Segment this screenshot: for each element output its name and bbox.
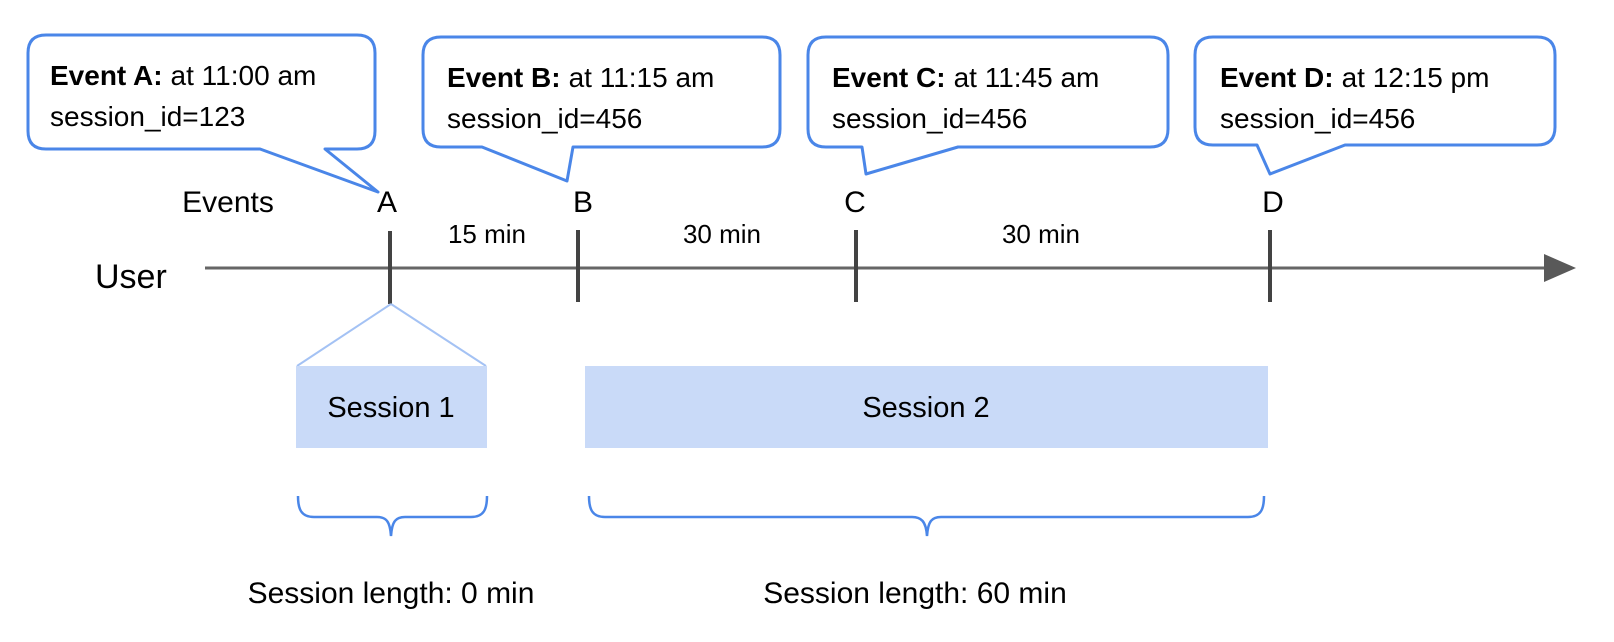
bubble-d-session-id: session_id=456 [1220, 103, 1415, 134]
session1-funnel [296, 303, 487, 367]
bubble-a-time: at 11:00 am [171, 60, 317, 91]
event-bubble-b: Event B: at 11:15 am session_id=456 [421, 35, 782, 183]
funnel-line-left [296, 303, 392, 367]
bubble-b-line1: Event B: at 11:15 am [447, 62, 714, 93]
event-letter-b: B [573, 186, 593, 219]
gap-label-b-c: 30 min [683, 219, 761, 249]
bubble-d-shape [1193, 35, 1557, 176]
session1-label: Session 1 [327, 392, 454, 424]
event-bubble-d: Event D: at 12:15 pm session_id=456 [1193, 35, 1557, 176]
bubble-a-shape [26, 33, 380, 194]
bubble-a-line1: Event A: at 11:00 am [50, 60, 316, 91]
bubble-a-title: Event A: [50, 60, 163, 91]
event-bubble-a: Event A: at 11:00 am session_id=123 [26, 33, 380, 194]
bubble-c-line1: Event C: at 11:45 am [832, 62, 1099, 93]
bubble-b-session-id: session_id=456 [447, 103, 642, 134]
bubble-d-title: Event D: [1220, 62, 1334, 93]
user-axis-label: User [95, 258, 167, 296]
bubble-c-time: at 11:45 am [954, 62, 1100, 93]
gap-label-c-d: 30 min [1002, 219, 1080, 249]
session2-length-label: Session length: 60 min [763, 577, 1067, 610]
session1-box: Session 1 [296, 366, 487, 448]
bubble-b-time: at 11:15 am [569, 62, 715, 93]
bubble-d-line1: Event D: at 12:15 pm [1220, 62, 1489, 93]
session1-length-label: Session length: 0 min [248, 577, 535, 610]
event-letter-d: D [1262, 186, 1284, 219]
session1-rect [296, 366, 487, 448]
bubble-c-shape [806, 35, 1170, 176]
event-bubble-c: Event C: at 11:45 am session_id=456 [806, 35, 1170, 176]
gap-label-a-b: 15 min [448, 219, 526, 249]
bubble-c-title: Event C: [832, 62, 946, 93]
session2-brace [587, 495, 1266, 537]
bubble-b-title: Event B: [447, 62, 561, 93]
event-letter-a: A [377, 186, 397, 219]
user-timeline [205, 230, 1576, 304]
session2-rect [585, 366, 1268, 448]
event-letter-c: C [844, 186, 866, 219]
bubble-d-time: at 12:15 pm [1342, 62, 1490, 93]
timeline-arrowhead-icon [1544, 254, 1576, 282]
funnel-line-right [390, 303, 487, 367]
bubble-a-session-id: session_id=123 [50, 101, 245, 132]
session1-brace [296, 495, 489, 537]
session2-box: Session 2 [585, 366, 1268, 448]
bubble-c-session-id: session_id=456 [832, 103, 1027, 134]
bubble-b-shape [421, 35, 782, 183]
session2-label: Session 2 [862, 392, 989, 424]
events-axis-label: Events [182, 186, 274, 219]
